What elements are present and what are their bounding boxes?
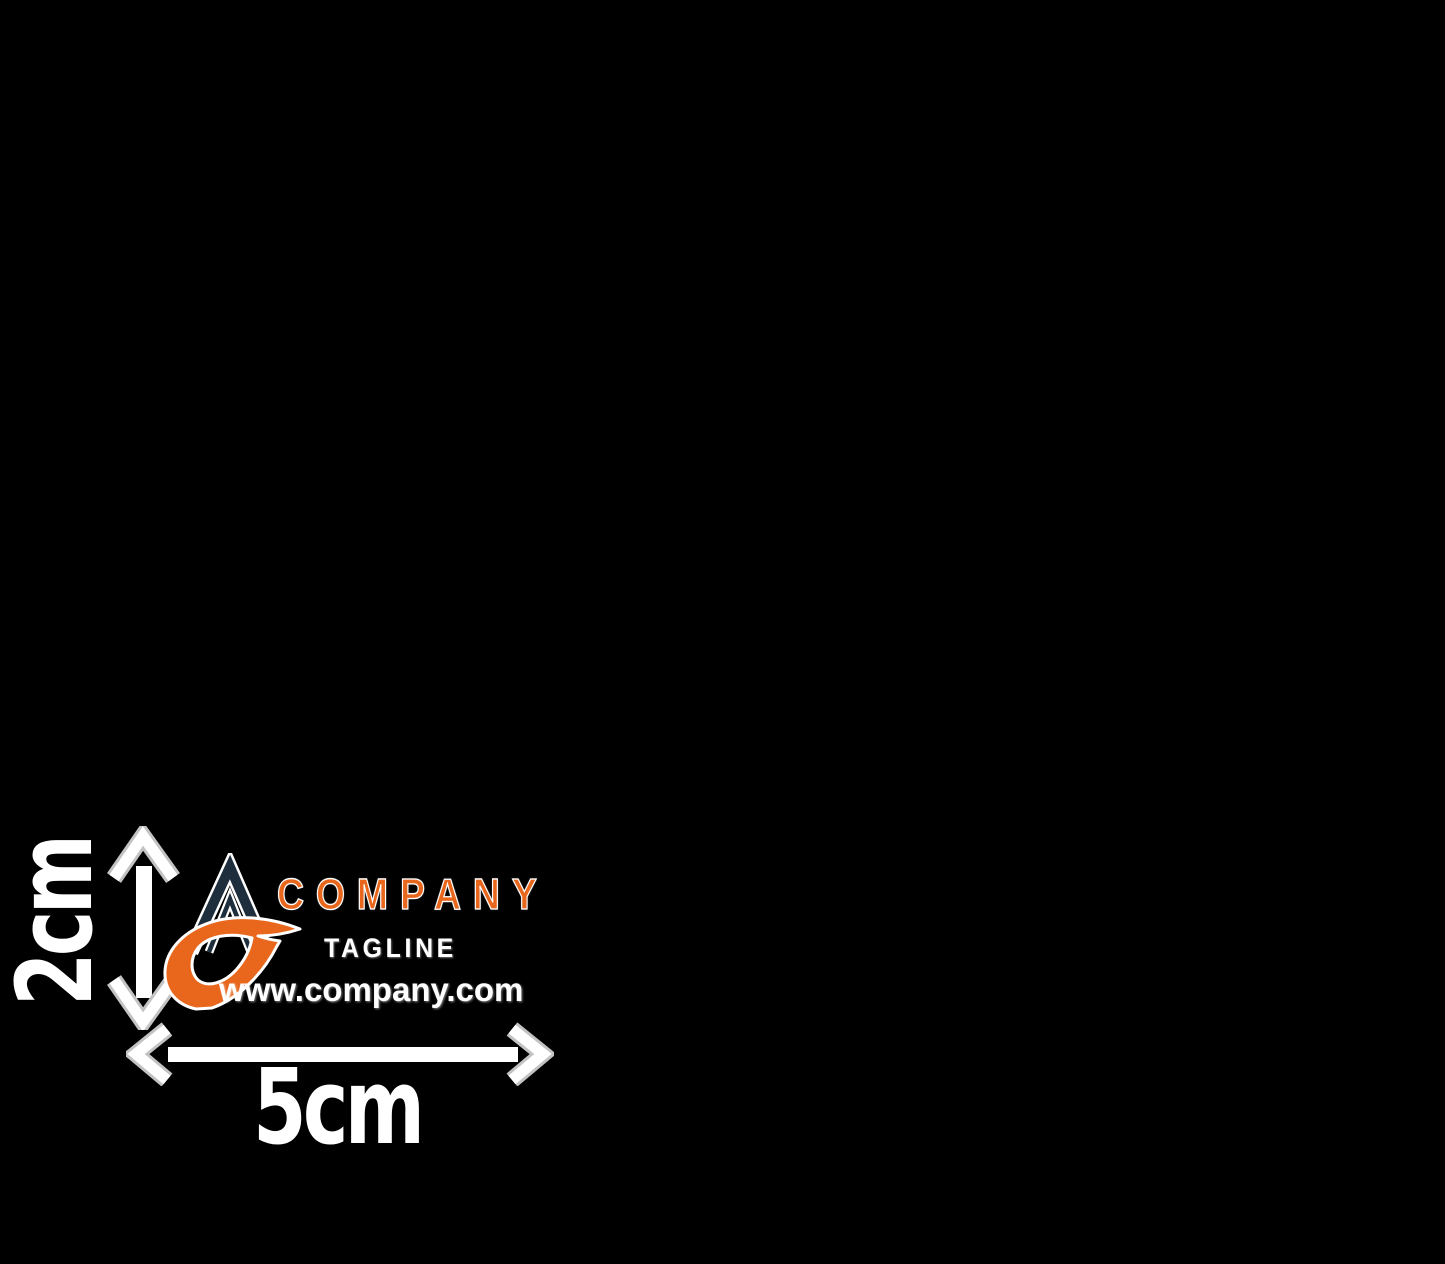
vertical-double-arrow-icon xyxy=(107,826,180,1030)
height-dimension-label: 2cm xyxy=(0,837,116,1006)
company-name: COMPANY xyxy=(276,869,549,919)
tagline: TAGLINE xyxy=(324,933,457,963)
website-url: www.company.com xyxy=(219,971,524,1008)
swoosh-e-icon xyxy=(163,916,302,1011)
horizontal-double-arrow-icon xyxy=(126,1022,554,1086)
width-dimension-label: 5cm xyxy=(253,1046,425,1168)
mountain-a-swoosh-logo-icon xyxy=(163,853,302,1011)
